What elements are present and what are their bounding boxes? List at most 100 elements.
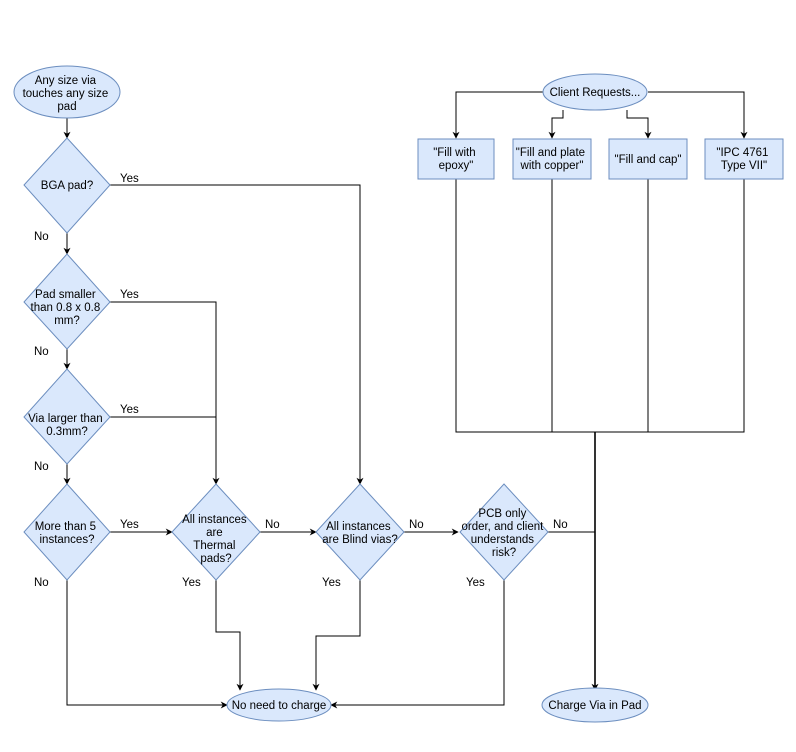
start-text: Any size via touches any size pad	[23, 75, 112, 113]
node-ipc: "IPC 4761 Type VII"	[704, 138, 784, 180]
via-larger-line-2: 0.3mm?	[46, 426, 88, 438]
blind-diamond	[315, 483, 405, 581]
edge-thermal-yes	[215, 580, 244, 691]
pad-smaller-line-1: Pad smaller	[35, 289, 96, 301]
label-thermal-no: No	[265, 519, 280, 531]
fill-plate-line-2: with copper"	[520, 160, 584, 172]
pcb-only-line-4: risk?	[492, 547, 516, 559]
edge-client-to-epoxy	[452, 91, 543, 139]
label-bga-yes: Yes	[120, 173, 139, 185]
label-more-no: No	[34, 577, 49, 589]
thermal-line-2: are	[206, 527, 223, 539]
edge-more-no	[66, 580, 228, 709]
via-larger-diamond	[23, 368, 111, 465]
node-charge: Charge Via in Pad	[541, 687, 649, 723]
thermal-diamond	[171, 483, 261, 581]
node-pcb-only: PCB only order, and client understands r…	[459, 483, 549, 581]
blind-line-1: All instances	[326, 521, 391, 533]
thermal-line-3: Thermal	[193, 540, 235, 552]
fill-epoxy-line-2: epoxy"	[439, 160, 474, 172]
node-fill-epoxy: "Fill with epoxy"	[417, 138, 495, 180]
thermal-text: All instances are Thermal pads?	[182, 514, 250, 565]
thermal-line-1: All instances	[182, 514, 247, 526]
ipc-text: "IPC 4761 Type VII"	[716, 147, 771, 172]
fill-plate-line-1: "Fill and plate	[516, 147, 585, 159]
edge-options-merge	[455, 179, 745, 433]
edge-pcb-yes	[330, 580, 505, 709]
pad-smaller-line-2: than 0.8 x 0.8	[31, 302, 101, 314]
fill-cap-text: "Fill and cap"	[615, 154, 682, 166]
bga-text: BGA pad?	[41, 180, 93, 192]
via-larger-text: Via larger than 0.3mm?	[28, 413, 106, 438]
start-line-3: pad	[57, 101, 76, 113]
more-than-5-diamond	[23, 483, 111, 581]
label-pcb-no: No	[553, 519, 568, 531]
bga-diamond	[23, 137, 111, 234]
label-blind-yes: Yes	[322, 577, 341, 589]
pcb-only-line-3: understands	[471, 534, 535, 546]
node-pad-smaller: Pad smaller than 0.8 x 0.8 mm?	[23, 253, 111, 350]
label-pcb-yes: Yes	[466, 577, 485, 589]
fill-cap-line-1: "Fill and cap"	[615, 154, 682, 166]
label-via-no: No	[34, 461, 49, 473]
pad-smaller-text: Pad smaller than 0.8 x 0.8 mm?	[31, 289, 104, 327]
bga-line-1: BGA pad?	[41, 180, 93, 192]
fill-plate-text: "Fill and plate with copper"	[516, 147, 589, 172]
more-than-5-line-1: More than 5	[35, 521, 96, 533]
edge-blind-yes	[312, 580, 361, 691]
start-line-2: touches any size	[23, 88, 109, 100]
no-charge-text: No need to charge	[232, 700, 327, 712]
pcb-only-line-2: order, and client	[461, 521, 544, 533]
no-charge-ellipse	[226, 688, 332, 722]
label-bga-no: No	[34, 231, 49, 243]
start-line-1: Any size via	[35, 75, 97, 87]
node-fill-cap: "Fill and cap"	[608, 138, 688, 180]
client-requests-text: Client Requests...	[550, 87, 641, 99]
blind-line-2: are Blind vias?	[322, 534, 397, 546]
node-bga-pad: BGA pad?	[23, 137, 111, 234]
blind-text: All instances are Blind vias?	[322, 521, 397, 546]
ipc-line-1: "IPC 4761	[716, 147, 768, 159]
node-via-larger: Via larger than 0.3mm?	[23, 368, 111, 465]
label-blind-no: No	[409, 519, 424, 531]
fill-cap-box	[608, 138, 688, 180]
pcb-only-line-1: PCB only	[478, 508, 526, 520]
edge-client-to-ipc	[648, 91, 748, 139]
more-than-5-line-2: instances?	[40, 534, 95, 546]
edge-bga-yes	[110, 184, 364, 485]
fill-plate-box	[512, 138, 592, 180]
node-fill-plate: "Fill and plate with copper"	[512, 138, 592, 180]
node-thermal: All instances are Thermal pads?	[171, 483, 261, 581]
node-start: Any size via touches any size pad	[13, 65, 121, 119]
edge-client-to-cap	[626, 110, 652, 139]
label-more-yes: Yes	[120, 519, 139, 531]
node-blind: All instances are Blind vias?	[315, 483, 405, 581]
start-ellipse	[13, 65, 121, 119]
node-no-charge: No need to charge	[226, 688, 332, 722]
more-than-5-text: More than 5 instances?	[35, 521, 100, 546]
fill-epoxy-line-1: "Fill with	[433, 147, 475, 159]
node-client-requests: Client Requests...	[542, 73, 648, 111]
fill-epoxy-text: "Fill with epoxy"	[433, 147, 479, 172]
charge-line-1: Charge Via in Pad	[548, 700, 641, 712]
label-pad-yes: Yes	[120, 289, 139, 301]
node-more-than-5: More than 5 instances?	[23, 483, 111, 581]
thermal-line-4: pads?	[200, 553, 231, 565]
edge-client-to-plate	[548, 110, 564, 139]
edges	[63, 91, 748, 709]
label-via-yes: Yes	[120, 404, 139, 416]
pcb-only-diamond	[459, 483, 549, 581]
via-larger-line-1: Via larger than	[28, 413, 103, 425]
fill-epoxy-box	[417, 138, 495, 180]
ipc-box	[704, 138, 784, 180]
client-requests-line-1: Client Requests...	[550, 87, 641, 99]
label-pad-no: No	[34, 346, 49, 358]
client-requests-ellipse	[542, 73, 648, 111]
pad-smaller-line-3: mm?	[54, 315, 80, 327]
charge-ellipse	[541, 687, 649, 723]
no-charge-line-1: No need to charge	[232, 700, 327, 712]
label-thermal-yes: Yes	[182, 577, 201, 589]
edge-labels: Yes No Yes No Yes No Yes No No Yes No Ye…	[34, 173, 568, 589]
pcb-only-text: PCB only order, and client understands r…	[461, 508, 546, 559]
